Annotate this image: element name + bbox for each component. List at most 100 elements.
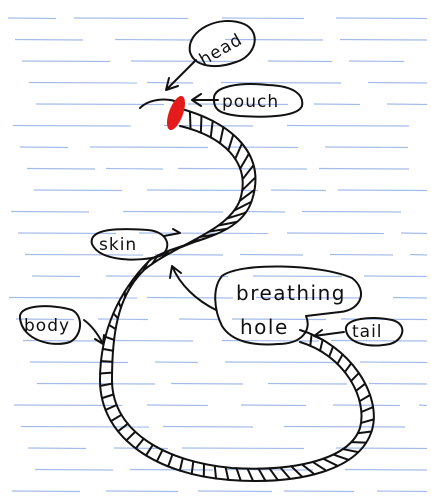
worm-segment-mark — [155, 449, 164, 463]
rule-line-segment — [15, 318, 75, 321]
worm-segment-mark — [350, 441, 368, 444]
rule-line-segment — [231, 318, 327, 321]
pouch-arrow — [191, 93, 219, 107]
breathing-hole-label-line1: breathing — [236, 281, 346, 305]
worm-segment-mark — [257, 467, 267, 482]
rule-line-segment — [17, 232, 117, 235]
rule-line-segment — [105, 167, 164, 170]
rule-line-segment — [243, 210, 286, 213]
rule-line-segment — [129, 468, 214, 471]
rule-line-segment — [335, 17, 428, 20]
skin-label-outline — [90, 228, 169, 261]
worm-segment-mark — [239, 152, 250, 170]
rule-line-segment — [301, 210, 402, 213]
worm-segment-mark — [241, 164, 255, 181]
rule-line-segment — [286, 232, 385, 235]
worm-segment-mark — [238, 188, 256, 202]
worm-segment-mark — [343, 362, 353, 374]
tail-label: tail — [352, 322, 383, 342]
worm-segment-mark — [145, 443, 154, 457]
worm-segment-mark — [169, 245, 183, 254]
rule-line-segment — [105, 275, 229, 278]
rule-line-segment — [409, 253, 428, 256]
rule-line-segment — [36, 382, 156, 385]
worm-segment-mark — [208, 227, 229, 233]
rule-line-segment — [163, 124, 254, 127]
worm-segment-mark — [225, 211, 247, 220]
rule-line-segment — [270, 189, 327, 192]
rule-line-segment — [348, 60, 405, 63]
worm-segment-mark — [117, 301, 122, 309]
worm-segment-mark — [199, 114, 203, 134]
rule-line-segment — [283, 490, 355, 493]
tail-label-outline — [345, 317, 404, 347]
rule-line-segment — [122, 210, 224, 213]
worm-segment-mark — [233, 200, 253, 212]
worm-segment-mark — [213, 464, 218, 480]
body-arrow — [83, 319, 105, 345]
rule-line-segment — [24, 253, 144, 256]
worm-segment-mark — [355, 382, 367, 392]
rule-line-segment — [181, 447, 305, 450]
rule-line-segment — [73, 17, 189, 20]
worm-segment-mark — [218, 126, 225, 145]
worm-segment-mark — [179, 241, 194, 249]
skin-label: skin — [99, 235, 137, 255]
worm-segment-mark — [107, 323, 117, 331]
rule-line-segment — [13, 404, 123, 407]
worm-segment-mark — [336, 353, 344, 365]
rule-line-segment — [97, 318, 149, 321]
rule-line-segment — [224, 38, 324, 41]
worm-segment-mark — [341, 448, 360, 454]
rule-line-segment — [146, 189, 259, 192]
worm-segment-mark — [99, 360, 114, 363]
worm-segment-mark — [128, 280, 133, 289]
rule-line-segment — [11, 490, 81, 493]
rule-line-segment — [146, 404, 209, 407]
pouch-label: pouch — [222, 92, 279, 112]
rule-line-segment — [239, 253, 304, 256]
rule-line-segment — [7, 17, 57, 20]
worm-segment-mark — [301, 463, 316, 476]
worm-segment-mark — [290, 465, 304, 478]
worm-segment-mark — [268, 467, 279, 482]
worm-segment-mark — [311, 460, 328, 472]
rule-line-segment — [170, 382, 244, 385]
worm-segment-mark — [356, 430, 373, 435]
rule-line-segment — [8, 296, 138, 299]
rule-line-segment — [363, 275, 428, 278]
worm-segment-mark — [360, 406, 375, 413]
rule-line-segment — [178, 318, 221, 321]
rule-line-segment — [283, 425, 406, 428]
rule-line-segment — [337, 189, 428, 192]
worm-segment-mark — [350, 372, 360, 383]
rule-line-segment — [31, 275, 81, 278]
worm-segment-mark — [188, 110, 192, 130]
pouch-marker — [166, 95, 186, 131]
rule-line-segment — [187, 103, 289, 106]
rule-line-segment — [332, 404, 401, 407]
rule-line-segment — [221, 339, 320, 342]
rule-line-segment — [344, 468, 428, 471]
worm-segment-mark — [101, 347, 114, 352]
worm-segment-mark — [142, 261, 149, 272]
rule-line-segment — [339, 38, 428, 41]
skin-arrow — [163, 228, 181, 237]
breathing-hole-label-line2: hole — [240, 315, 289, 339]
worm-segment-mark — [234, 142, 243, 160]
rule-line-segment — [130, 60, 239, 63]
rule-line-segment — [162, 425, 254, 428]
rule-line-segment — [386, 103, 428, 106]
rule-line-segment — [335, 447, 428, 450]
rule-line-segment — [20, 425, 150, 428]
body-label: body — [24, 316, 70, 336]
rule-line-segment — [220, 81, 342, 84]
worm-segment-mark — [112, 312, 119, 320]
worm-segment-mark — [279, 466, 292, 480]
worm-segment-mark — [104, 335, 116, 341]
worm-segment-mark — [360, 418, 375, 424]
rule-line-segment — [318, 167, 410, 170]
worm-segment-mark — [246, 467, 255, 482]
rule-line-segment — [105, 490, 179, 493]
